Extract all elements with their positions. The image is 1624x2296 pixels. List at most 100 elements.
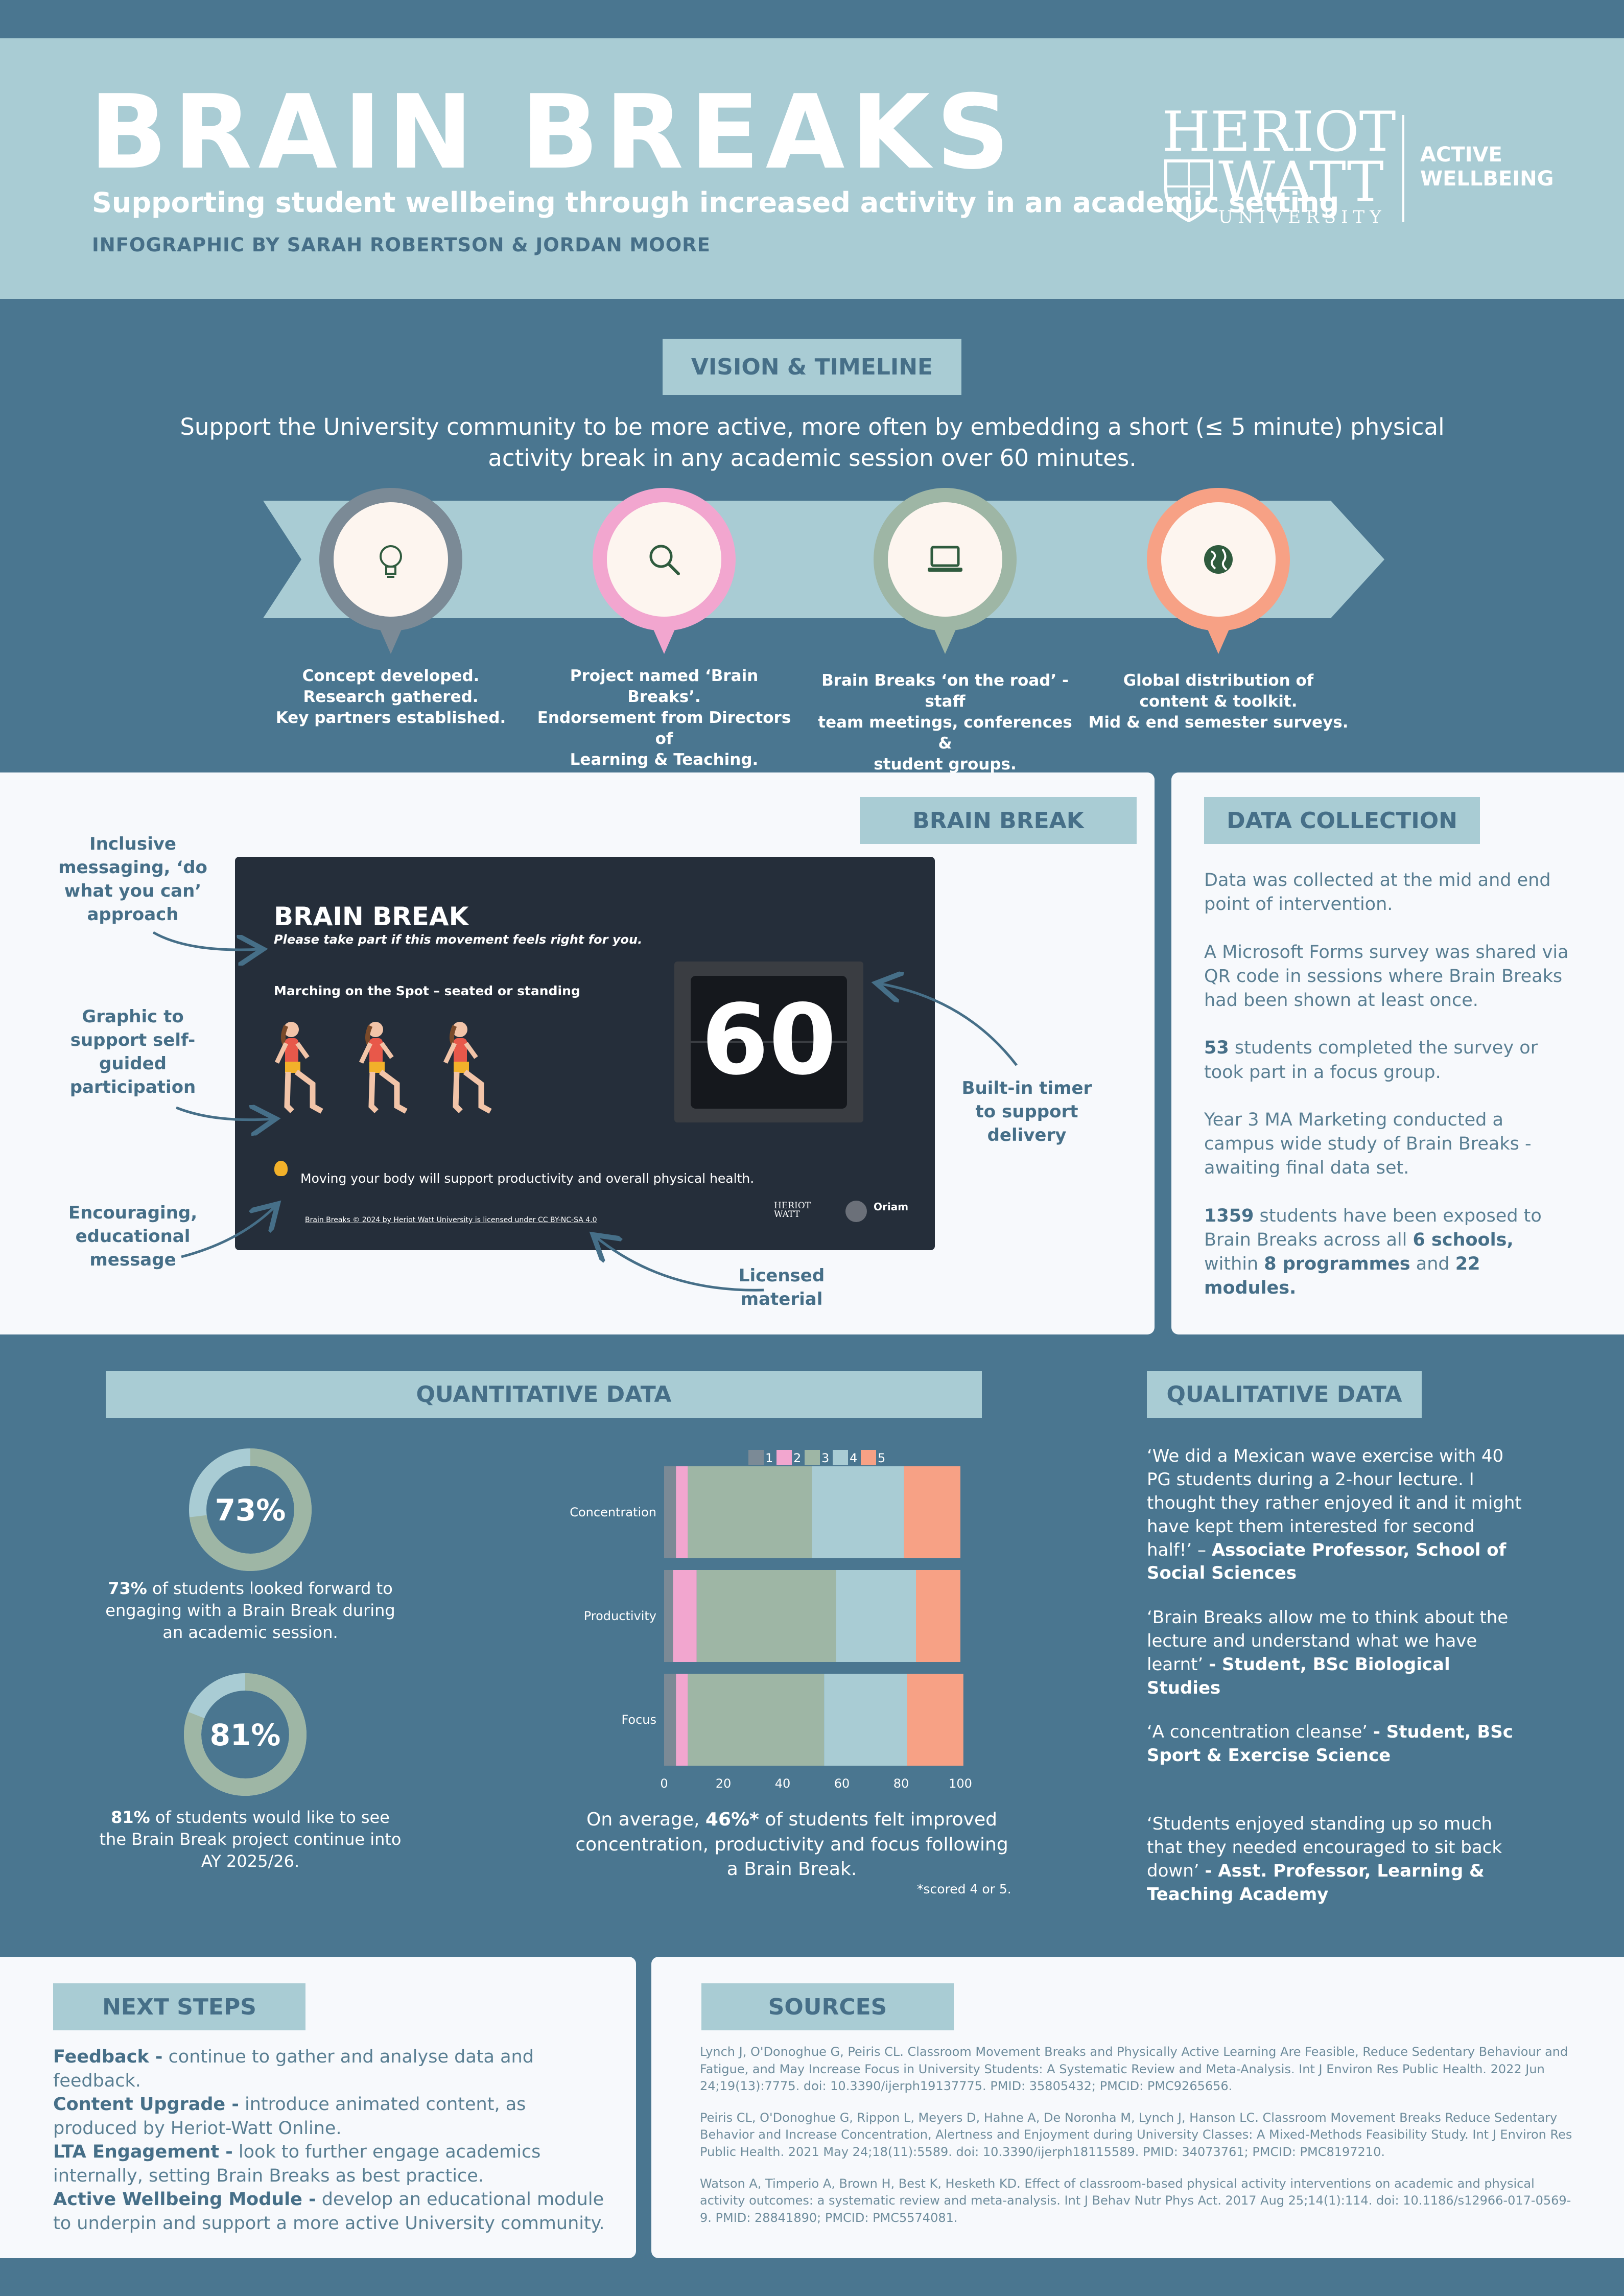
vision-statement: Support the University community to be m…	[180, 413, 1445, 472]
x-tick-label: 60	[834, 1776, 850, 1788]
bar-productivity-3	[696, 1570, 836, 1662]
x-tick-label: 100	[949, 1776, 972, 1788]
dc-paragraph-1: Data was collected at the mid and end po…	[1204, 870, 1551, 915]
bar-focus-3	[688, 1674, 825, 1766]
donut-73-caption: 73% of students looked forward to engagi…	[105, 1579, 395, 1643]
bar-focus-2	[676, 1674, 688, 1766]
data-collection-body: Data was collected at the mid and end po…	[1204, 869, 1572, 1324]
slide-title: BRAIN BREAK	[274, 902, 469, 931]
x-tick-label: 0	[660, 1776, 668, 1788]
category-label: Concentration	[570, 1505, 656, 1519]
next-steps-list: Feedback - continue to gather and analys…	[53, 2045, 605, 2235]
timeline-caption-2: Project named ‘Brain Breaks’.Endorsement…	[537, 667, 791, 769]
slide-message: Moving your body will support productivi…	[300, 1171, 755, 1186]
legend-swatch-3	[805, 1450, 820, 1465]
quantitative-heading: QUANTITATIVE DATA	[106, 1371, 982, 1418]
quote-4: ‘Students enjoyed standing up so much th…	[1147, 1814, 1502, 1905]
annotation-arrows	[152, 931, 1018, 1292]
legend-swatch-1	[748, 1450, 764, 1465]
timer-value: 60	[701, 983, 837, 1096]
next-step-item: Active Wellbeing Module - develop an edu…	[53, 2189, 605, 2234]
timeline-milestone-4	[1144, 485, 1292, 659]
category-label: Productivity	[584, 1609, 656, 1623]
timeline-milestone-3	[871, 485, 1019, 659]
page-title: BRAIN BREAKS	[89, 73, 1016, 192]
timeline-milestone-2	[590, 485, 738, 659]
donut-chart-81: 81%	[184, 1673, 307, 1796]
flip-clock-divider	[691, 1041, 847, 1043]
slide-logo-hw: HERIOT WATT	[774, 1201, 811, 1220]
logo-wellbeing: WELLBEING	[1420, 167, 1554, 191]
quote-2: ‘Brain Breaks allow me to think about th…	[1147, 1607, 1509, 1698]
data-collection-heading: DATA COLLECTION	[1204, 797, 1480, 844]
logo-divider	[1402, 115, 1404, 222]
page-subtitle: Supporting student wellbeing through inc…	[92, 186, 1339, 219]
quant-summary: On average, 46%* of students felt improv…	[575, 1809, 1008, 1880]
flip-clock-timer: 60	[674, 962, 863, 1122]
bar-focus-1	[664, 1674, 676, 1766]
donut-81-label: 81%	[210, 1718, 281, 1752]
crest-icon	[1164, 159, 1213, 222]
legend-swatch-5	[861, 1450, 876, 1465]
slide-license: Brain Breaks © 2024 by Heriot Watt Unive…	[305, 1216, 597, 1224]
slide-logo-oriam: Oriam	[874, 1201, 909, 1213]
heriot-watt-logo: HERIOT WATT UNIVERSITY ACTIVE WELLBEING	[1162, 105, 1554, 228]
legend-swatch-2	[776, 1450, 792, 1465]
bar-focus-4	[824, 1674, 907, 1766]
bar-focus-5	[907, 1674, 963, 1766]
legend-label-2: 2	[793, 1451, 801, 1465]
bar-concentration-5	[904, 1466, 960, 1558]
source-reference: Watson A, Timperio A, Brown H, Best K, H…	[700, 2176, 1571, 2225]
timeline-caption-1: Concept developed.Research gathered.Key …	[275, 667, 506, 727]
bar-concentration-2	[676, 1466, 688, 1558]
sources-list: Lynch J, O'Donoghue G, Peiris CL. Classr…	[700, 2044, 1573, 2241]
bar-productivity-4	[836, 1570, 916, 1662]
map-pin-shape	[874, 488, 1017, 654]
next-step-item: Feedback - continue to gather and analys…	[53, 2047, 534, 2091]
data-collection-panel	[1171, 772, 1624, 1334]
x-tick-label: 40	[775, 1776, 791, 1788]
category-label: Focus	[621, 1713, 656, 1727]
bar-productivity-2	[673, 1570, 697, 1662]
source-reference: Lynch J, O'Donoghue G, Peiris CL. Classr…	[700, 2045, 1568, 2094]
legend-label-4: 4	[850, 1451, 857, 1465]
oriam-logo-icon	[845, 1201, 867, 1222]
map-pin-shape	[319, 488, 462, 654]
source-reference: Peiris CL, O'Donoghue G, Rippon L, Meyer…	[700, 2110, 1572, 2159]
brain-break-heading: BRAIN BREAK	[860, 797, 1137, 844]
bar-concentration-4	[812, 1466, 904, 1558]
logo-heriot: HERIOT	[1162, 100, 1396, 164]
x-tick-label: 20	[716, 1776, 732, 1788]
x-tick-label: 80	[893, 1776, 909, 1788]
donut-81-caption: 81% of students would like to see the Br…	[99, 1808, 402, 1871]
sources-heading: SOURCES	[701, 1983, 954, 2030]
logo-watt: WATT	[1218, 150, 1384, 214]
legend-swatch-4	[833, 1450, 848, 1465]
dc-paragraph-5: 1359 students have been exposed to Brain…	[1204, 1205, 1542, 1299]
quant-footnote: *scored 4 or 5.	[917, 1882, 1011, 1896]
slide-subtitle: Please take part if this movement feels …	[274, 932, 643, 947]
next-step-item: LTA Engagement - look to further engage …	[53, 2142, 541, 2186]
legend-label-3: 3	[821, 1451, 829, 1465]
vision-heading: VISION & TIMELINE	[663, 339, 961, 395]
laptop-icon	[928, 546, 962, 572]
quote-1: ‘We did a Mexican wave exercise with 40 …	[1147, 1446, 1522, 1584]
logo-university: UNIVERSITY	[1218, 207, 1386, 227]
slide-exercise: Marching on the Spot – seated or standin…	[274, 983, 580, 998]
byline: INFOGRAPHIC BY SARAH ROBERTSON & JORDAN …	[92, 234, 711, 256]
lightbulb-icon	[380, 545, 402, 578]
quote-3: ‘A concentration cleanse’ - Student, BSc…	[1147, 1722, 1513, 1766]
header-band	[0, 38, 1624, 299]
marching-figures	[274, 1017, 531, 1124]
logo-active: ACTIVE	[1420, 143, 1502, 167]
globe-icon	[1204, 545, 1233, 574]
bar-concentration-1	[664, 1466, 676, 1558]
donut-73-label: 73%	[215, 1493, 286, 1528]
bar-productivity-1	[664, 1570, 673, 1662]
